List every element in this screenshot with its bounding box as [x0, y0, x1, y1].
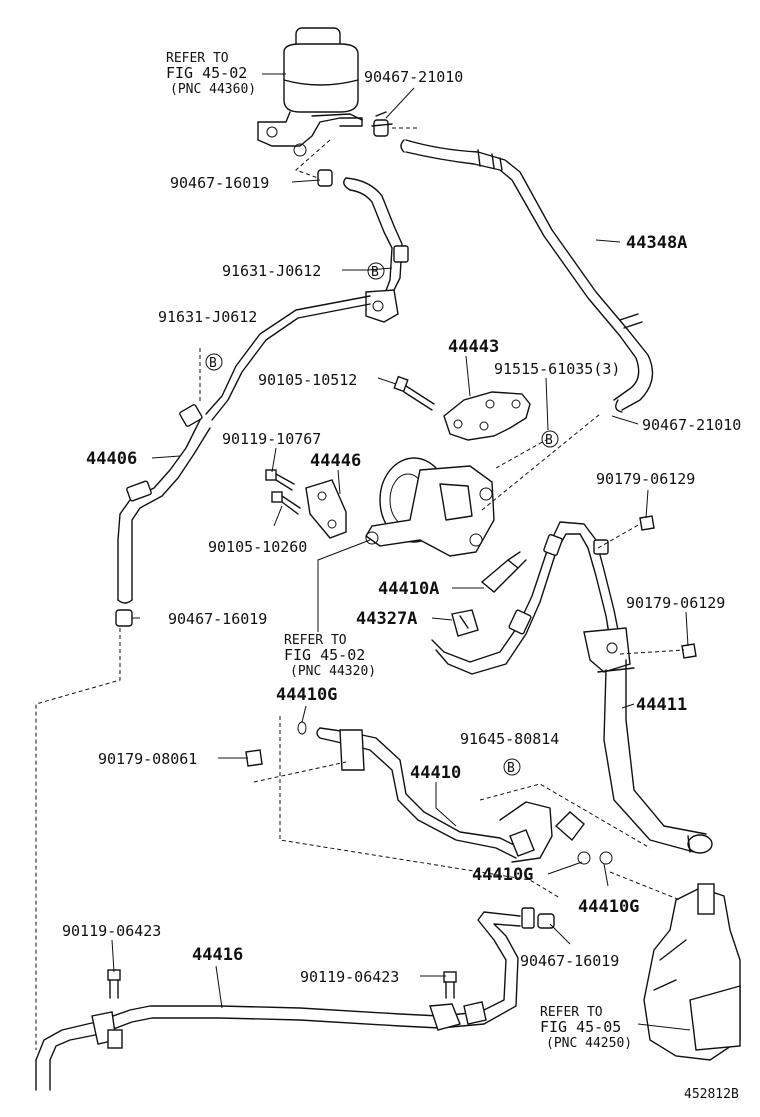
- steering-gear: [643, 883, 741, 1061]
- bolt-90119-06423-left: [107, 969, 121, 999]
- label-90467-16019-top: 90467-16019: [170, 174, 269, 192]
- label-44410G-mid: 44410G: [472, 865, 533, 885]
- nut-90179-06129-top: [639, 515, 655, 531]
- label-44410G-right: 44410G: [578, 897, 639, 917]
- refer-mid-line2: FIG 45-02: [284, 646, 365, 664]
- label-90467-21010-right: 90467-21010: [642, 416, 741, 434]
- bolt-90119-06423-mid: [443, 971, 457, 999]
- label-91631-J0612-b: 91631-J0612: [158, 308, 257, 326]
- label-90179-06129-top: 90179-06129: [596, 470, 695, 488]
- clamp-90467-21010-top: [371, 111, 393, 137]
- label-44410G-top: 44410G: [276, 685, 337, 705]
- label-90467-16019-bottom: 90467-16019: [520, 952, 619, 970]
- reservoir-tank: [257, 27, 363, 157]
- b-marker-4: B: [503, 758, 521, 776]
- label-91645-80814: 91645-80814: [460, 730, 559, 748]
- label-90105-10260: 90105-10260: [208, 538, 307, 556]
- label-44327A: 44327A: [356, 609, 417, 629]
- refer-mid-line3: (PNC 44320): [290, 664, 376, 679]
- svg-text:B: B: [209, 356, 217, 371]
- label-44348A: 44348A: [626, 233, 687, 253]
- label-90467-21010-top: 90467-21010: [364, 68, 463, 86]
- gasket-44446: [305, 479, 347, 539]
- b-marker-1: B: [367, 262, 385, 280]
- refer-top-line3: (PNC 44360): [170, 82, 256, 97]
- bolts-90119-10767: [265, 469, 301, 515]
- label-44410: 44410: [410, 763, 461, 783]
- refer-bot-line1: REFER TO: [540, 1005, 603, 1020]
- label-90179-08061: 90179-08061: [98, 750, 197, 768]
- tube-44410: [297, 721, 613, 865]
- svg-text:B: B: [507, 761, 515, 776]
- label-91631-J0612-a: 91631-J0612: [222, 262, 321, 280]
- hose-44411: [431, 521, 713, 854]
- bolt-90105-10512: [393, 375, 435, 411]
- bracket-44443: [443, 391, 531, 441]
- refer-top-line1: REFER TO: [166, 51, 229, 66]
- refer-bot-line2: FIG 45-05: [540, 1018, 621, 1036]
- power-steering-pump: [365, 457, 495, 557]
- hose-44348A: [400, 139, 654, 413]
- label-90119-06423-mid: 90119-06423: [300, 968, 399, 986]
- label-44443: 44443: [448, 337, 499, 357]
- clamp-90467-16019-top: [317, 169, 333, 187]
- svg-text:B: B: [545, 433, 553, 448]
- tube-44416: [35, 907, 535, 1091]
- hose-44406: [117, 177, 409, 604]
- svg-text:B: B: [371, 265, 379, 280]
- refer-bot-line3: (PNC 44250): [546, 1036, 632, 1051]
- label-90119-06423-left: 90119-06423: [62, 922, 161, 940]
- label-91515-61035: 91515-61035(3): [494, 360, 620, 378]
- label-44411: 44411: [636, 695, 687, 715]
- b-marker-2: B: [205, 353, 223, 371]
- union-44327A: [451, 609, 479, 637]
- label-44410A: 44410A: [378, 579, 439, 599]
- label-90105-10512: 90105-10512: [258, 371, 357, 389]
- label-90179-06129-mid: 90179-06129: [626, 594, 725, 612]
- clamp-90467-16019-mid: [115, 609, 133, 627]
- diagram-id: 452812B: [684, 1087, 739, 1102]
- assembly-lines: [35, 127, 685, 1050]
- nut-90179-06129-mid: [681, 643, 697, 659]
- refer-top-line2: FIG 45-02: [166, 64, 247, 82]
- refer-mid-line1: REFER TO: [284, 633, 347, 648]
- label-44446: 44446: [310, 451, 361, 471]
- label-44416: 44416: [192, 945, 243, 965]
- label-44406: 44406: [86, 449, 137, 469]
- b-marker-3: B: [541, 430, 559, 448]
- label-90467-16019-mid: 90467-16019: [168, 610, 267, 628]
- nut-90179-08061: [245, 749, 263, 767]
- sensor-44410A: [480, 551, 527, 593]
- label-90119-10767: 90119-10767: [222, 430, 321, 448]
